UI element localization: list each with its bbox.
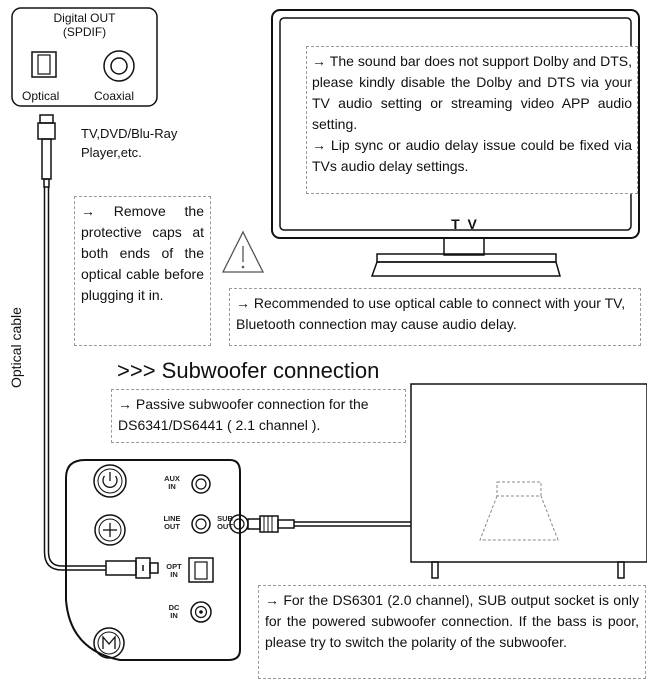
- coaxial-socket-icon: [103, 50, 135, 82]
- digital-out-title-line1: Digital OUT: [53, 11, 116, 25]
- opt-in-label: OPT IN: [166, 562, 182, 579]
- tv-label: T V: [451, 216, 479, 232]
- tv-note-lipsync: → Lip sync or audio delay issue could be…: [312, 137, 632, 174]
- source-label-line2: Player,etc.: [81, 145, 142, 160]
- optical-cable-label: Optical cable: [8, 307, 24, 388]
- digital-out-box: [11, 7, 158, 107]
- optical-plug-top-icon: [37, 114, 56, 188]
- recommend-optical-note: → Recommended to use optical cable to co…: [229, 288, 641, 346]
- digital-out-title-line2: (SPDIF): [62, 25, 107, 39]
- subwoofer-illustration: [410, 383, 647, 579]
- line-out-label: LINE OUT: [163, 514, 181, 531]
- optical-socket-icon: [31, 51, 57, 78]
- tv-note: → The sound bar does not support Dolby a…: [306, 46, 638, 194]
- soundbar-rear-panel: [65, 459, 249, 661]
- source-devices-label: TV,DVD/Blu-Ray Player,etc.: [81, 124, 177, 162]
- remove-caps-note: → Remove the protective caps at both end…: [74, 196, 211, 346]
- optical-label: Optical: [22, 89, 60, 103]
- optical-plug-panel-icon: [105, 557, 159, 579]
- subwoofer-heading: >>> Subwoofer connection: [117, 358, 380, 383]
- sub-out-label: SUB OUT: [217, 514, 233, 531]
- tv-note-dolby: → The sound bar does not support Dolby a…: [312, 53, 632, 132]
- passive-subwoofer-note: → Passive subwoofer connection for the D…: [111, 389, 406, 443]
- dc-in-label: DC IN: [168, 603, 180, 620]
- optical-cable-line: [43, 187, 106, 571]
- tv-illustration: [271, 9, 640, 277]
- warning-icon: [221, 230, 265, 273]
- powered-subwoofer-note: → For the DS6301 (2.0 channel), SUB outp…: [258, 585, 646, 679]
- aux-in-label: AUX IN: [164, 474, 180, 491]
- source-label-line1: TV,DVD/Blu-Ray: [81, 126, 178, 141]
- coaxial-label: Coaxial: [94, 89, 135, 103]
- sub-cable-plug-icon: [247, 515, 411, 533]
- digital-out-title: Digital OUT (SPDIF): [12, 11, 157, 39]
